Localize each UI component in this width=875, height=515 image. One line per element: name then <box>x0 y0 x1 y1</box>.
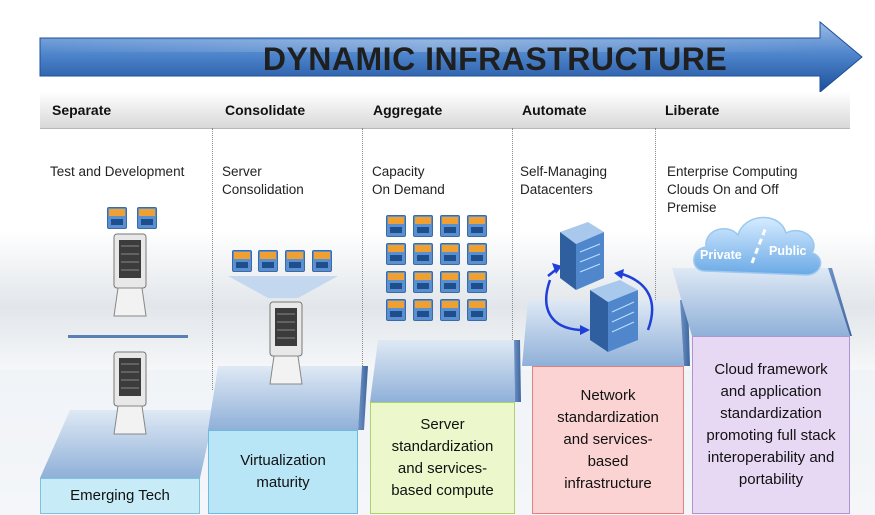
pedestal-liberate-top <box>672 268 850 336</box>
column-divider <box>362 128 363 390</box>
pedestal-aggregate-top <box>370 340 515 402</box>
column-divider <box>512 128 513 390</box>
cloud-label-public: Public <box>769 244 807 258</box>
vm-icon <box>467 299 487 321</box>
phase-label-automate: Automate <box>522 102 587 118</box>
vm-icon <box>467 271 487 293</box>
vm-icon <box>386 271 406 293</box>
separator-line <box>68 335 188 338</box>
consolidation-funnel <box>228 276 338 298</box>
vm-icon <box>312 250 332 272</box>
pedestal-consolidate-side <box>358 366 368 430</box>
vm-icon <box>440 271 460 293</box>
phase-label-separate: Separate <box>52 102 112 118</box>
column-divider <box>212 128 213 390</box>
vm-icon <box>413 299 433 321</box>
server-tower-icon <box>269 301 303 385</box>
outcome-cloud-framework: Cloud framework and application standard… <box>692 336 850 514</box>
vm-icon <box>467 215 487 237</box>
vm-icon <box>467 243 487 265</box>
phase-label-aggregate: Aggregate <box>373 102 443 118</box>
vm-icon <box>413 215 433 237</box>
cloud-label-private: Private <box>700 248 742 262</box>
server-tower-icon <box>113 233 147 317</box>
vm-icon <box>386 215 406 237</box>
phase-description-liberate: Enterprise Computing Clouds On and Off P… <box>667 164 798 215</box>
vm-icon <box>258 250 278 272</box>
vm-icon <box>386 299 406 321</box>
outcome-server-standardization: Server standardization and services-base… <box>370 402 515 514</box>
phase-description-separate: Test and Development <box>50 164 185 179</box>
phase-description-consolidate: Server Consolidation <box>222 164 304 197</box>
vm-icon <box>386 243 406 265</box>
vm-icon <box>137 207 157 229</box>
outcome-virtualization-maturity: Virtualization maturity <box>208 430 358 514</box>
banner-title: DYNAMIC INFRASTRUCTURE <box>262 41 728 77</box>
banner-arrow <box>39 20 863 94</box>
column-divider <box>655 128 656 390</box>
phase-description-automate: Self-Managing Datacenters <box>520 164 608 197</box>
outcome-network-standardization: Network standardization and services-bas… <box>532 366 684 514</box>
vm-icon <box>107 207 127 229</box>
datacenter-icon <box>545 222 654 352</box>
vm-icon <box>440 215 460 237</box>
pedestal-liberate-side <box>828 268 852 336</box>
phase-label-liberate: Liberate <box>665 102 720 118</box>
vm-icon <box>440 243 460 265</box>
pedestal-consolidate-top <box>208 366 362 430</box>
phase-label-consolidate: Consolidate <box>225 102 306 118</box>
vm-icon <box>413 271 433 293</box>
vm-icon <box>232 250 252 272</box>
outcome-emerging-tech: Emerging Tech <box>40 478 200 514</box>
pedestal-separate-top <box>40 410 215 478</box>
vm-icon <box>413 243 433 265</box>
vm-icon <box>440 299 460 321</box>
vm-icon <box>285 250 305 272</box>
phase-header-band: Separate Consolidate Aggregate Automate … <box>40 92 850 129</box>
phase-description-aggregate: Capacity On Demand <box>372 164 445 197</box>
pedestal-aggregate-side <box>514 340 521 402</box>
cloud-icon <box>693 216 822 276</box>
server-tower-icon <box>113 351 147 435</box>
